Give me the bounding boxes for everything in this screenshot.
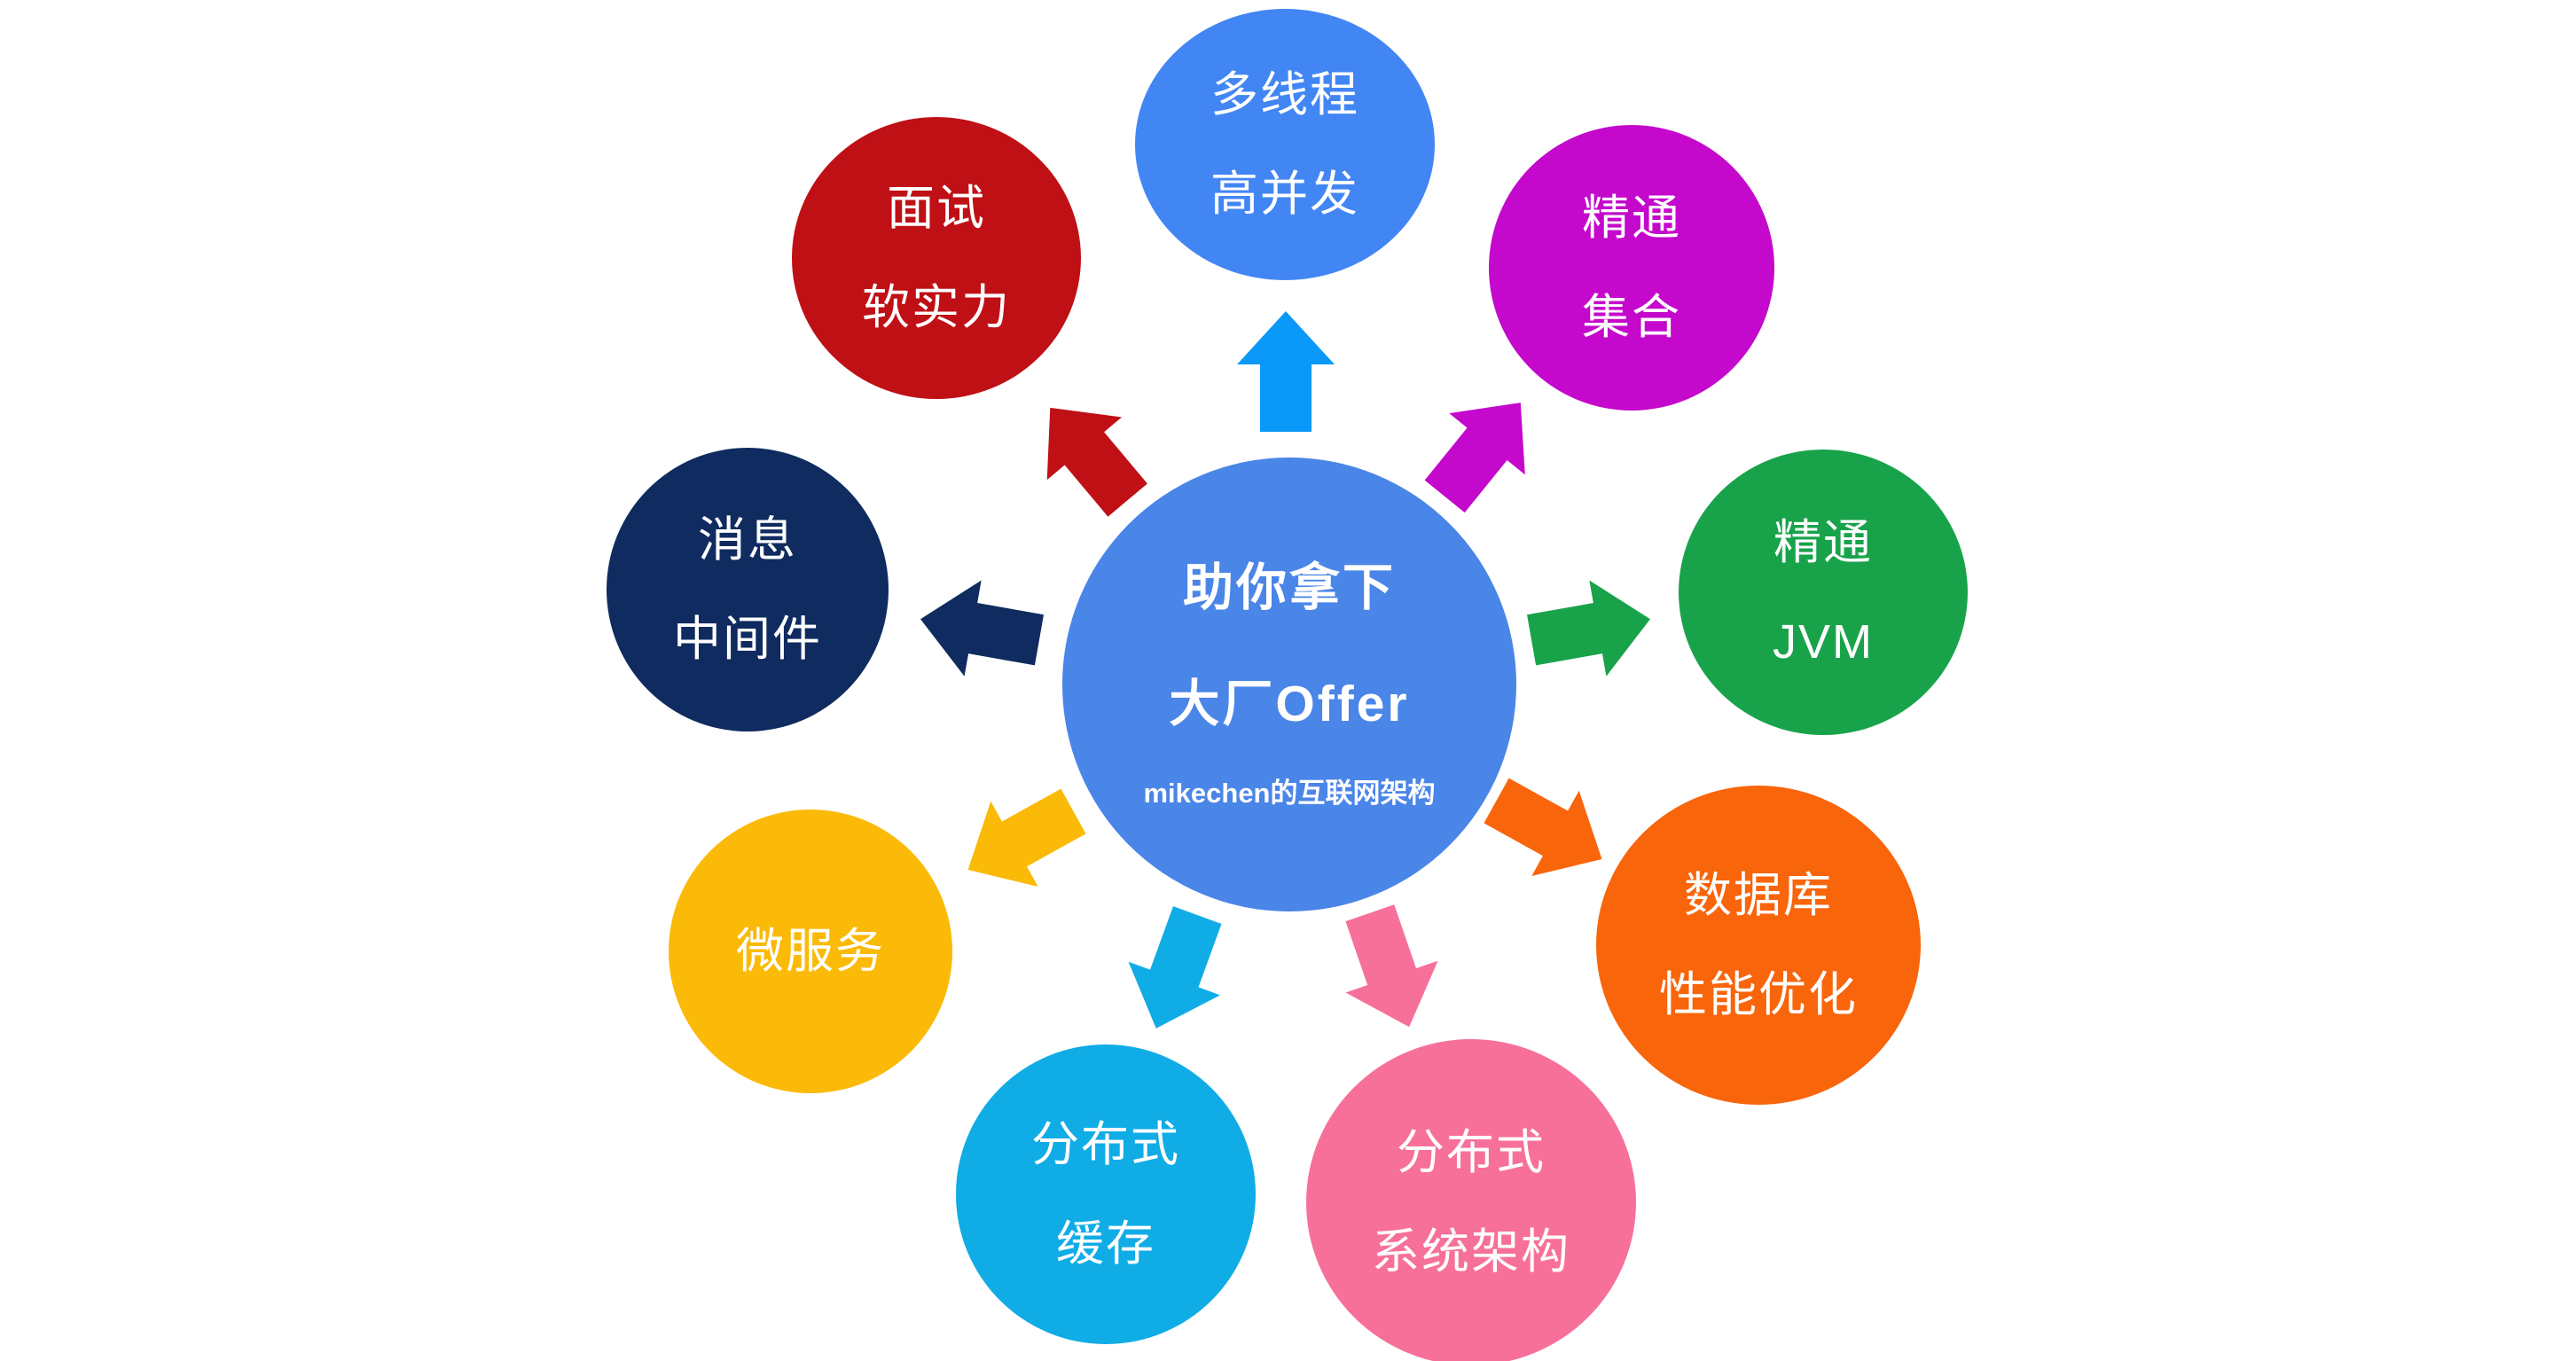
arrow-to-microservices [967, 788, 1086, 887]
node-label-line: 缓存 [1056, 1217, 1155, 1271]
node-message-middleware: 消息 中间件 [607, 448, 889, 731]
arrow-to-system-architecture [1345, 904, 1438, 1028]
node-microservices: 微服务 [669, 810, 952, 1093]
node-label-line: 数据库 [1684, 869, 1833, 922]
node-label-line: 高并发 [1210, 168, 1359, 221]
node-label-line: 多线程 [1210, 68, 1359, 121]
node-multithreading: 多线程 高并发 [1135, 9, 1435, 280]
center-title-line1: 助你拿下 [1183, 559, 1396, 616]
node-label-line: 分布式 [1397, 1126, 1546, 1179]
node-label-line: 精通 [1582, 192, 1681, 245]
node-label-line: 微服务 [736, 925, 885, 978]
node-label-line: 分布式 [1031, 1118, 1180, 1171]
node-label-line: 集合 [1582, 291, 1681, 344]
arrow-to-interview [1046, 407, 1147, 517]
node-label-line: 软实力 [862, 281, 1011, 334]
center-title-line2: 大厂Offer [1169, 675, 1410, 732]
node-interview: 面试 软实力 [792, 117, 1081, 399]
node-database: 数据库 性能优化 [1596, 786, 1921, 1105]
center-hub: 助你拿下 大厂Offer mikechen的互联网架构 [1062, 458, 1516, 911]
arrow-shape [1424, 403, 1525, 513]
arrow-to-jvm [1526, 580, 1650, 677]
arrow-to-multithreading [1237, 311, 1335, 432]
node-label-line: 中间件 [673, 613, 822, 666]
arrow-shape [1046, 407, 1147, 517]
node-label-line: 系统架构 [1372, 1225, 1570, 1279]
node-jvm: 精通 JVM [1679, 450, 1968, 735]
arrow-to-collections [1424, 403, 1525, 513]
node-distributed-cache: 分布式 缓存 [956, 1044, 1256, 1344]
arrow-shape [920, 580, 1045, 677]
arrow-to-database [1484, 778, 1602, 876]
arrow-shape [1237, 311, 1335, 432]
node-label-line: 性能优化 [1659, 968, 1858, 1021]
node-label-line: JVM [1773, 615, 1874, 669]
arrow-to-message-middleware [920, 580, 1045, 677]
arrow-to-distributed-cache [1128, 906, 1222, 1029]
arrow-shape [967, 788, 1086, 887]
center-subtitle: mikechen的互联网架构 [1143, 777, 1436, 809]
node-label-line: 精通 [1773, 516, 1873, 569]
arrow-shape [1128, 906, 1222, 1029]
arrow-shape [1484, 778, 1602, 876]
node-label-line: 消息 [698, 513, 797, 567]
node-system-architecture: 分布式 系统架构 [1306, 1039, 1636, 1361]
arrow-shape [1526, 580, 1650, 677]
node-label-line: 面试 [887, 182, 986, 235]
arrow-shape [1345, 904, 1438, 1028]
node-collections: 精通 集合 [1489, 125, 1774, 411]
